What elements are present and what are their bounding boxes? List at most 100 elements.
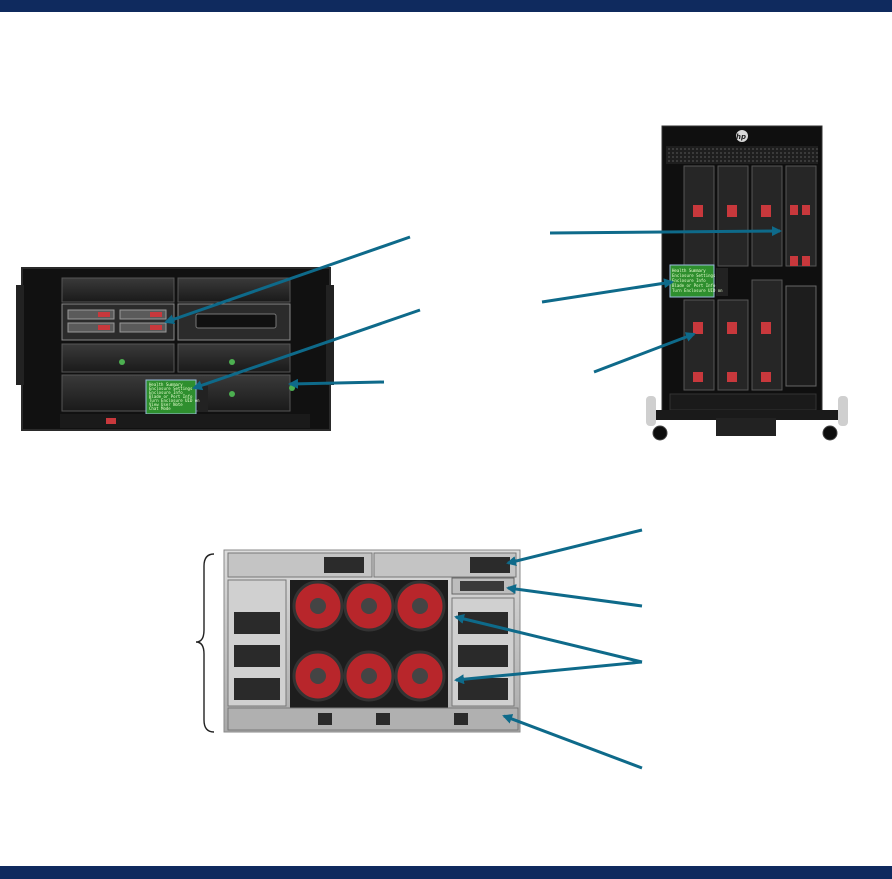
drive-release-handle (802, 205, 810, 215)
drive-release-handle (98, 312, 110, 317)
front-bottom-panel (60, 414, 310, 428)
blade-status-led (229, 391, 235, 397)
callout-arrow-icon (502, 714, 643, 770)
fan-hub (361, 668, 377, 684)
callout-arrow-icon (164, 235, 411, 325)
curly-brace-icon (195, 553, 215, 733)
lcd-menu-line: Turn Enclosure UID on (672, 288, 723, 293)
drive-release-handle (727, 322, 737, 334)
drive-release-handle (790, 256, 798, 266)
tower-tape-blade (785, 285, 817, 387)
bottom-footer-band (0, 866, 892, 879)
tower-stand-foot (646, 396, 656, 426)
callout-arrow-icon (549, 226, 782, 237)
rear-power-supply (458, 645, 508, 667)
front-blade-bay (177, 343, 291, 373)
lcd-menu-line: Chat Mode (149, 406, 171, 411)
drive-release-handle (693, 372, 703, 382)
blade-status-led (229, 359, 235, 365)
tower-stand-base (650, 410, 846, 420)
rear-blade-enclosure-image (223, 549, 521, 733)
callout-arrow-icon (593, 332, 696, 374)
hp-logo-badge (736, 130, 748, 142)
callout-arrow-icon (541, 278, 674, 304)
front-blade-enclosure-image: Health Summary Enclosure Settings Enclos… (16, 267, 334, 431)
lcd-control-buttons (198, 386, 208, 412)
tower-enclosure-image: hp Health Summary Enclosure Settings Enc… (646, 125, 848, 441)
front-blade-bay (61, 277, 175, 303)
tower-storage-blade (785, 165, 817, 267)
fan-hub (412, 598, 428, 614)
drive-release-handle (150, 312, 162, 317)
drive-carrier (67, 309, 115, 320)
fan-hub (361, 598, 377, 614)
callout-arrow-icon (506, 584, 643, 608)
fan-hub (310, 668, 326, 684)
drive-release-handle (790, 205, 798, 215)
drive-release-handle (150, 325, 162, 330)
drive-release-handle (761, 372, 771, 382)
rear-power-supply (234, 645, 280, 667)
rear-port-block (470, 557, 510, 573)
rear-power-connector (376, 713, 390, 725)
front-power-button (106, 418, 116, 424)
drive-carrier (119, 309, 167, 320)
drive-release-handle (802, 256, 810, 266)
rear-fan-bank (290, 580, 448, 710)
rear-power-connector (454, 713, 468, 725)
front-blade-bay (61, 343, 175, 373)
callout-arrow-icon (192, 308, 421, 391)
tower-caster-wheel (652, 425, 668, 441)
top-header-band (0, 0, 892, 12)
tower-blade (751, 279, 783, 391)
lcd-menu-line: Health Summary (672, 268, 706, 273)
drive-release-handle (727, 205, 737, 217)
lcd-menu-line: Enclosure Info (672, 278, 706, 283)
callout-arrow-icon (454, 660, 643, 685)
callout-arrow-icon (506, 528, 643, 566)
front-left-handle (16, 285, 24, 385)
fan-hub (412, 668, 428, 684)
callout-arrow-icon (454, 614, 643, 664)
drive-release-handle (761, 205, 771, 217)
lcd-menu-line: Blade or Port Info (149, 394, 193, 399)
lcd-menu-line: Health Summary (149, 382, 183, 387)
drive-carrier (119, 322, 167, 333)
front-right-handle (326, 285, 334, 385)
drive-carrier (67, 322, 115, 333)
drive-release-handle (761, 322, 771, 334)
tower-stand-center (716, 418, 776, 436)
callout-arrows (164, 226, 782, 770)
hp-logo-text: hp (736, 133, 746, 141)
lcd-menu-line: Enclosure Settings (149, 386, 193, 391)
lcd-menu-line: Blade or Port Info (672, 283, 716, 288)
front-lcd-insight-display (145, 379, 197, 415)
rear-port-block (324, 557, 364, 573)
drive-release-handle (693, 322, 703, 334)
blade-status-led (289, 385, 295, 391)
tower-stand-foot (838, 396, 848, 426)
front-storage-blade (61, 303, 175, 341)
rear-power-supply (234, 612, 280, 634)
tape-drive-slot (195, 313, 277, 329)
drive-release-handle (727, 372, 737, 382)
rear-oa-ports (460, 581, 504, 591)
lcd-menu-line: View User Note (149, 402, 183, 407)
fan-hub (310, 598, 326, 614)
rear-power-supply (458, 678, 508, 700)
tower-blade (717, 165, 749, 267)
drive-release-handle (98, 325, 110, 330)
tower-lcd-insight-display (669, 264, 715, 298)
tower-lcd-buttons (716, 268, 728, 296)
callout-arrow-icon (288, 378, 385, 389)
lcd-menu-line: Enclosure Settings (672, 273, 716, 278)
blade-status-led (119, 359, 125, 365)
rear-power-connector (318, 713, 332, 725)
lcd-menu-line: Turn Enclosure UID on (149, 398, 200, 403)
tower-top-vent (666, 146, 818, 164)
rear-power-supply (234, 678, 280, 700)
drive-release-handle (693, 205, 703, 217)
tower-bottom-panel (669, 393, 817, 411)
rear-power-input-module (227, 707, 519, 731)
